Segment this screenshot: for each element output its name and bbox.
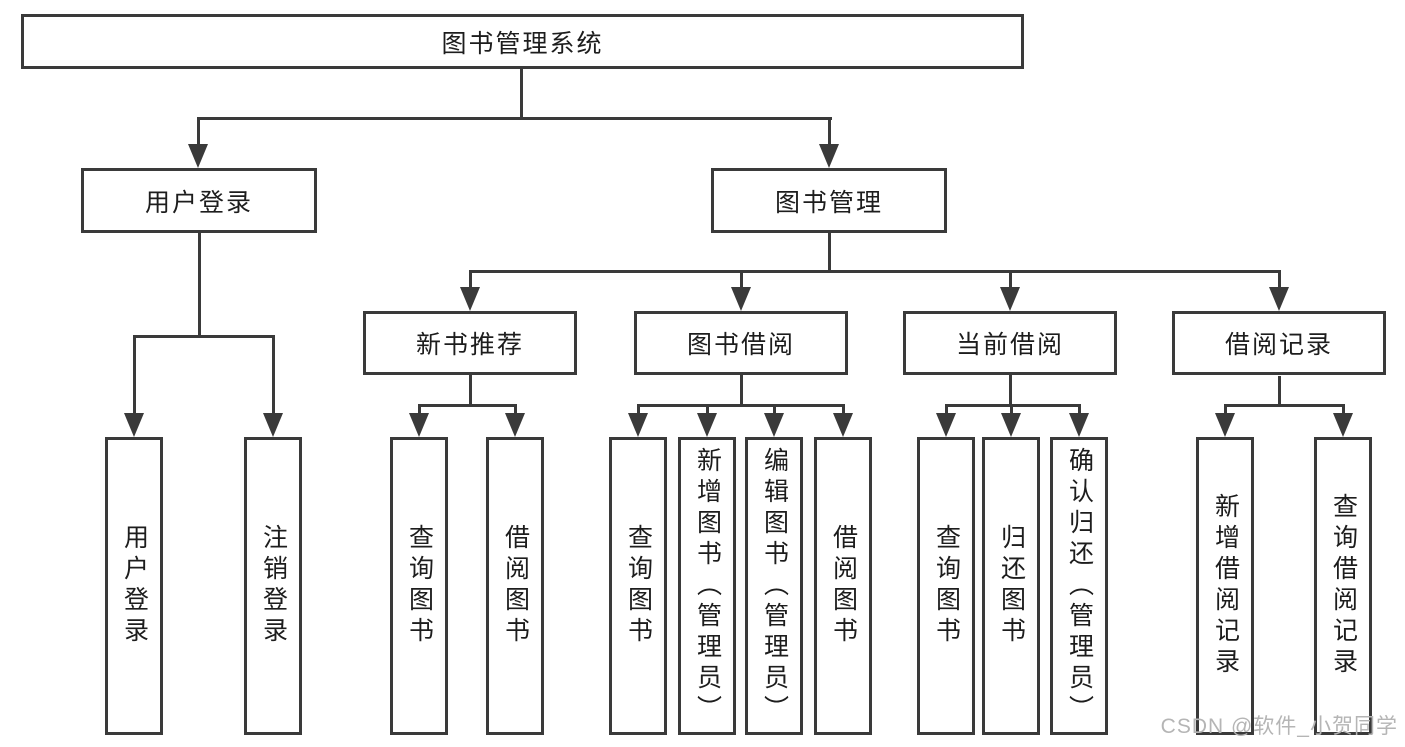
connector-line (418, 404, 421, 415)
connector-line (272, 335, 275, 415)
connector-line (197, 117, 200, 146)
node-leaf-query-books-borrow: 查询图书 (609, 437, 667, 735)
node-leaf-query-books-recommend: 查询图书 (390, 437, 448, 735)
connector-line (637, 404, 640, 415)
leaf-label: 查询图书 (624, 524, 653, 648)
arrow-down-icon (188, 144, 208, 168)
leaf-label: 确认归还（管理员） (1065, 446, 1094, 726)
node-new-book-recommend: 新书推荐 (363, 311, 577, 375)
node-leaf-add-books-admin: 新增图书（管理员） (678, 437, 736, 735)
node-leaf-query-borrow-record: 查询借阅记录 (1314, 437, 1372, 735)
node-borrow-record: 借阅记录 (1172, 311, 1386, 375)
connector-line (469, 270, 472, 289)
connector-line (740, 374, 743, 407)
leaf-label: 归还图书 (997, 524, 1026, 648)
arrow-down-icon (1333, 413, 1353, 437)
connector-line (842, 404, 845, 415)
leaf-label: 注销登录 (259, 524, 288, 648)
node-leaf-borrow-books-recommend: 借阅图书 (486, 437, 544, 735)
connector-line (197, 117, 832, 120)
connector-line (945, 404, 948, 415)
connector-line (514, 404, 517, 415)
leaf-label: 查询图书 (405, 524, 434, 648)
connector-line (1278, 376, 1281, 407)
node-book-management: 图书管理 (711, 168, 947, 233)
connector-line (418, 404, 517, 407)
watermark: CSDN @软件_小贺同学 (1160, 715, 1398, 738)
connector-line (469, 374, 472, 407)
node-leaf-confirm-return-admin: 确认归还（管理员） (1050, 437, 1108, 735)
connector-line (1278, 270, 1281, 289)
connector-line (828, 232, 831, 273)
connector-line (828, 117, 831, 146)
connector-line (637, 404, 845, 407)
node-leaf-return-books: 归还图书 (982, 437, 1040, 735)
arrow-down-icon (460, 287, 480, 311)
connector-line (1009, 374, 1012, 407)
connector-line (1009, 270, 1012, 289)
arrow-down-icon (505, 413, 525, 437)
node-current-borrow: 当前借阅 (903, 311, 1117, 375)
leaf-label: 查询借阅记录 (1329, 493, 1358, 679)
connector-line (198, 232, 201, 338)
node-leaf-user-login: 用户登录 (105, 437, 163, 735)
node-book-borrow: 图书借阅 (634, 311, 848, 375)
leaf-label: 新增借阅记录 (1211, 493, 1240, 679)
arrow-down-icon (1000, 287, 1020, 311)
connector-line (740, 270, 743, 289)
connector-line (1010, 404, 1013, 415)
connector-line (520, 69, 523, 119)
arrow-down-icon (409, 413, 429, 437)
node-leaf-logout: 注销登录 (244, 437, 302, 735)
node-leaf-add-borrow-record: 新增借阅记录 (1196, 437, 1254, 735)
arrow-down-icon (833, 413, 853, 437)
node-leaf-edit-books-admin: 编辑图书（管理员） (745, 437, 803, 735)
arrow-down-icon (124, 413, 144, 437)
leaf-label: 借阅图书 (501, 524, 530, 648)
arrow-down-icon (1001, 413, 1021, 437)
arrow-down-icon (628, 413, 648, 437)
leaf-label: 用户登录 (120, 524, 149, 648)
connector-line (1078, 404, 1081, 415)
arrow-down-icon (731, 287, 751, 311)
node-root: 图书管理系统 (21, 14, 1024, 69)
connector-line (1224, 404, 1227, 415)
connector-line (706, 404, 709, 415)
arrow-down-icon (1269, 287, 1289, 311)
connector-line (1342, 404, 1345, 415)
arrow-down-icon (1215, 413, 1235, 437)
connector-line (945, 404, 1081, 407)
arrow-down-icon (764, 413, 784, 437)
arrow-down-icon (936, 413, 956, 437)
leaf-label: 编辑图书（管理员） (760, 446, 789, 726)
arrow-down-icon (697, 413, 717, 437)
connector-line (469, 270, 1281, 273)
leaf-label: 查询图书 (932, 524, 961, 648)
leaf-label: 借阅图书 (829, 524, 858, 648)
node-user-login: 用户登录 (81, 168, 317, 233)
node-leaf-query-books-current: 查询图书 (917, 437, 975, 735)
arrow-down-icon (263, 413, 283, 437)
connector-line (773, 404, 776, 415)
arrow-down-icon (1069, 413, 1089, 437)
arrow-down-icon (819, 144, 839, 168)
node-leaf-borrow-books: 借阅图书 (814, 437, 872, 735)
connector-line (133, 335, 136, 415)
leaf-label: 新增图书（管理员） (693, 446, 722, 726)
connector-line (1224, 404, 1345, 407)
connector-line (133, 335, 275, 338)
